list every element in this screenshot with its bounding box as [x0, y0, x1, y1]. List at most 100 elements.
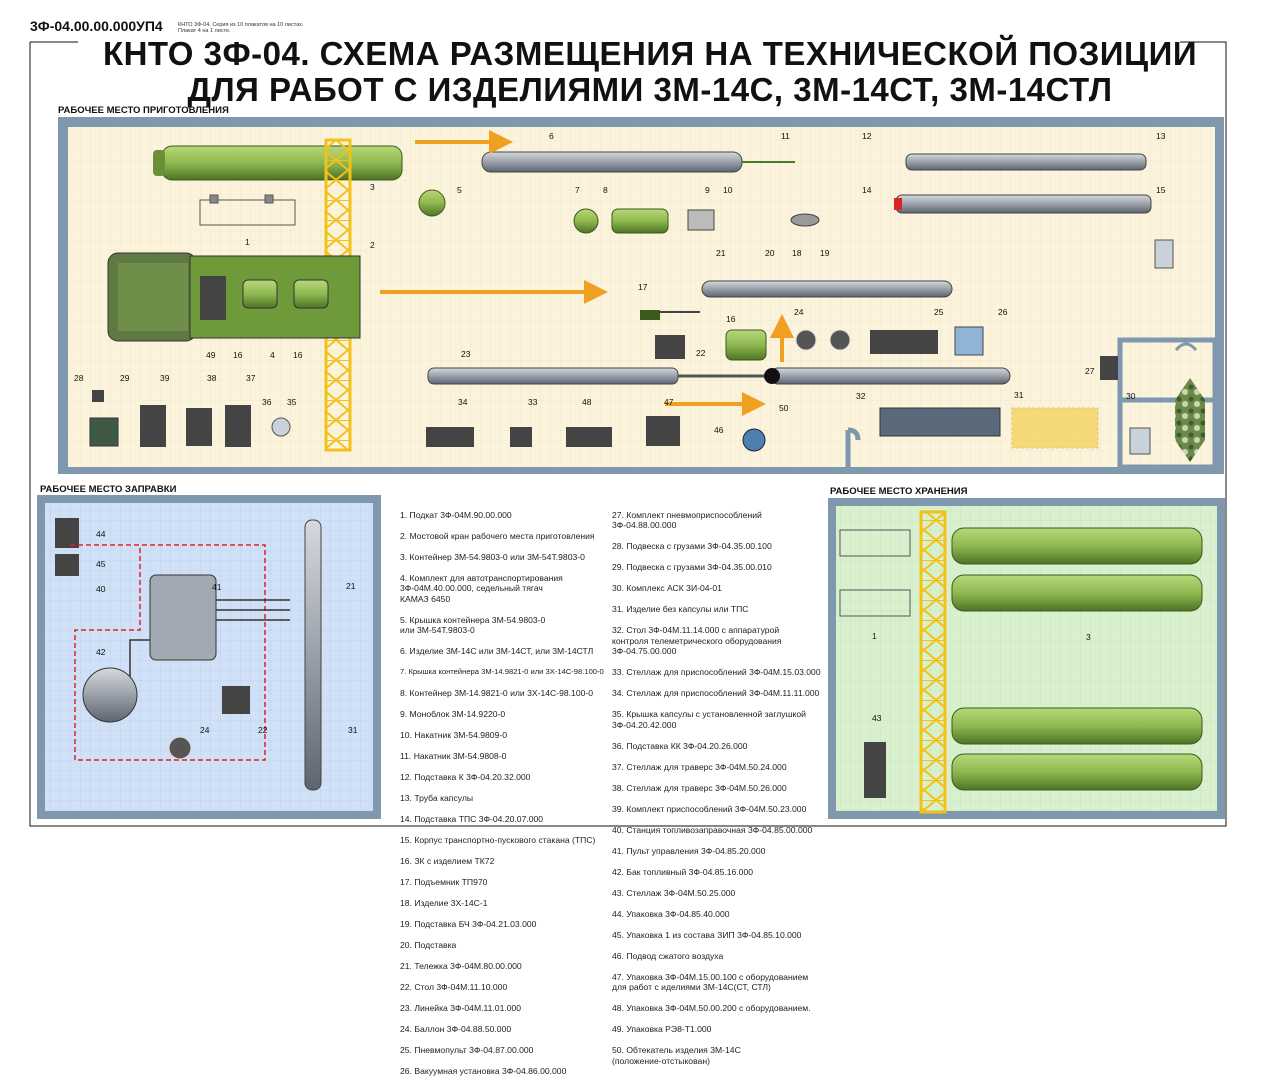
callout: 34 — [458, 397, 468, 407]
callout: 9 — [705, 185, 710, 195]
legend-item: 11. Накатник 3М-54.9808-0 — [400, 751, 507, 761]
callout: 13 — [1156, 131, 1166, 141]
container-3 — [161, 145, 403, 181]
legend-item: 4. Комплект для автотранспортирования 3Ф… — [400, 572, 563, 604]
callout: 21 — [346, 581, 356, 591]
ruler-23 — [427, 367, 679, 385]
legend-item: 21. Тележка 3Ф-04М.80.00.000 — [400, 961, 522, 971]
legend-item: 32. Стол 3Ф-04М.11.14.000 с аппаратурой … — [612, 625, 782, 656]
callout: 42 — [96, 647, 106, 657]
callout: 10 — [723, 185, 733, 195]
legend-item: 36. Подставка КК 3Ф-04.20.26.000 — [612, 740, 748, 751]
poster-series-info: КНТО 3Ф-04. Серия из 10 плакатов на 10 л… — [178, 22, 304, 34]
legend-item: 10. Накатник 3М-54.9809-0 — [400, 730, 507, 740]
section-label-preparation: РАБОЧЕЕ МЕСТО ПРИГОТОВЛЕНИЯ — [58, 105, 229, 116]
callout: 31 — [1014, 390, 1024, 400]
product-6 — [481, 151, 743, 173]
callout: 7 — [575, 185, 580, 195]
title-line-1: КНТО 3Ф-04. СХЕМА РАЗМЕЩЕНИЯ НА ТЕХНИЧЕС… — [102, 35, 1198, 72]
callout: 5 — [457, 185, 462, 195]
legend-item: 27. Комплект пневмоприспособлений 3Ф-04.… — [612, 509, 762, 531]
legend-item: 14. Подставка ТПС 3Ф-04.20.07.000 — [400, 814, 544, 824]
legend-item: 23. Линейка 3Ф-04М.11.01.000 — [400, 1003, 522, 1013]
callout: 16 — [233, 350, 243, 360]
legend-item: 1. Подкат 3Ф-04М.90.00.000 — [400, 509, 512, 520]
legend-column-2: 27. Комплект пневмоприспособлений 3Ф-04.… — [612, 499, 826, 1077]
refueling-area — [37, 495, 381, 819]
legend-item: 22. Стол 3Ф-04М.11.10.000 — [400, 982, 508, 992]
callout: 48 — [582, 397, 592, 407]
section-label-storage: РАБОЧЕЕ МЕСТО ХРАНЕНИЯ — [830, 486, 968, 497]
callout: 3 — [370, 182, 375, 192]
callout: 12 — [862, 131, 872, 141]
callout: 44 — [96, 529, 106, 539]
legend-item: 8. Контейнер 3М-14.9821-0 или 3Х-14С-98.… — [400, 688, 594, 698]
tps-body-15 — [895, 194, 1152, 214]
legend-item: 49. Упаковка РЭ8-Т1.000 — [612, 1024, 712, 1034]
legend-item: 6. Изделие 3М-14С или 3М-14СТ, или 3М-14… — [400, 646, 594, 656]
callout: 15 — [1156, 185, 1166, 195]
legend-item: 31. Изделие без капсулы или ТПС — [612, 604, 749, 614]
legend-item: 34. Стеллаж для приспособлений 3Ф-04М.11… — [612, 688, 820, 698]
storage-area — [828, 498, 1225, 819]
callout: 49 — [206, 350, 216, 360]
legend-item: 44. Упаковка 3Ф-04.85.40.000 — [612, 908, 730, 919]
capsule-tube-13 — [905, 153, 1147, 171]
camouflage-item — [1175, 378, 1205, 462]
callout: 16 — [726, 314, 736, 324]
legend-item: 16. ЗК с изделием ТК72 — [400, 856, 495, 866]
callout: 26 — [998, 307, 1008, 317]
legend-item: 35. Крышка капсулы с установленной заглу… — [612, 709, 806, 730]
legend-item: 7. Крышка контейнера 3М-14.9821-0 или 3Х… — [400, 667, 604, 676]
legend-item: 13. Труба капсулы — [400, 793, 474, 803]
legend-item: 24. Баллон 3Ф-04.88.50.000 — [400, 1024, 512, 1034]
page-title: КНТО 3Ф-04. СХЕМА РАЗМЕЩЕНИЯ НА ТЕХНИЧЕС… — [60, 36, 1240, 108]
callout: 19 — [820, 248, 830, 258]
callout: 30 — [1126, 391, 1136, 401]
callout: 21 — [716, 248, 726, 258]
callout: 33 — [528, 397, 538, 407]
callout: 1 — [245, 237, 250, 247]
callout: 22 — [258, 725, 268, 735]
callout: 3 — [1086, 632, 1091, 642]
callout: 35 — [287, 397, 297, 407]
legend-item: 42. Бак топливный 3Ф-04.85.16.000 — [612, 866, 754, 877]
legend-item: 37. Стеллаж для траверс 3Ф-04М.50.24.000 — [612, 761, 787, 772]
legend-item: 38. Стеллаж для траверс 3Ф-04М.50.26.000 — [612, 782, 787, 793]
fuel-station-40 — [149, 574, 217, 661]
callout: 50 — [779, 403, 789, 413]
callout: 43 — [872, 713, 882, 723]
fuel-tank-42 — [82, 667, 138, 723]
callout: 45 — [96, 559, 106, 569]
callout: 4 — [270, 350, 275, 360]
legend-item: 33. Стеллаж для приспособлений 3Ф-04М.15… — [612, 667, 821, 677]
legend-item: 28. Подвеска с грузами 3Ф-04.35.00.100 — [612, 541, 772, 551]
legend-item: 9. Моноблок 3М-14.9220-0 — [400, 709, 506, 719]
callout: 18 — [792, 248, 802, 258]
legend-item: 50. Обтекатель изделия 3М-14С (положение… — [612, 1045, 741, 1066]
layout-diagram: 3 5 1 2 6 11 12 13 14 15 7 8 9 10 20 18 … — [29, 41, 1227, 827]
legend-item: 48. Упаковка 3Ф-04М.50.00.200 с оборудов… — [612, 1003, 811, 1013]
callout: 2 — [370, 240, 375, 250]
callout: 25 — [934, 307, 944, 317]
refueling-callouts: 44 45 40 41 21 42 24 22 31 — [96, 529, 358, 735]
legend-item: 3. Контейнер 3М-54.9803-0 или 3М-54Т.980… — [400, 551, 585, 562]
truck-4 — [107, 252, 361, 342]
container-cover-5 — [418, 189, 446, 217]
callout: 47 — [664, 397, 674, 407]
legend-item: 15. Корпус транспортно-пускового стакана… — [400, 835, 596, 845]
legend-item: 43. Стеллаж 3Ф-04М.50.25.000 — [612, 887, 736, 898]
callout: 28 — [74, 373, 84, 383]
preparation-callouts: 3 5 1 2 6 11 12 13 14 15 7 8 9 10 20 18 … — [74, 131, 1166, 435]
callout: 40 — [96, 584, 106, 594]
legend-item: 45. Упаковка 1 из состава ЗИП 3Ф-04.85.1… — [612, 929, 802, 940]
legend-item: 2. Мостовой кран рабочего места приготов… — [400, 530, 595, 541]
callout: 29 — [120, 373, 130, 383]
legend-item: 26. Вакуумная установка 3Ф-04.86.00.000 — [400, 1066, 567, 1076]
legend-item: 41. Пульт управления 3Ф-04.85.20.000 — [612, 845, 766, 856]
callout: 22 — [696, 348, 706, 358]
legend-item: 17. Подъемник ТП970 — [400, 877, 488, 887]
legend-item: 30. Комплекс АСК 3И-04-01 — [612, 583, 722, 593]
section-label-refueling: РАБОЧЕЕ МЕСТО ЗАПРАВКИ — [40, 484, 177, 495]
callout: 20 — [765, 248, 775, 258]
